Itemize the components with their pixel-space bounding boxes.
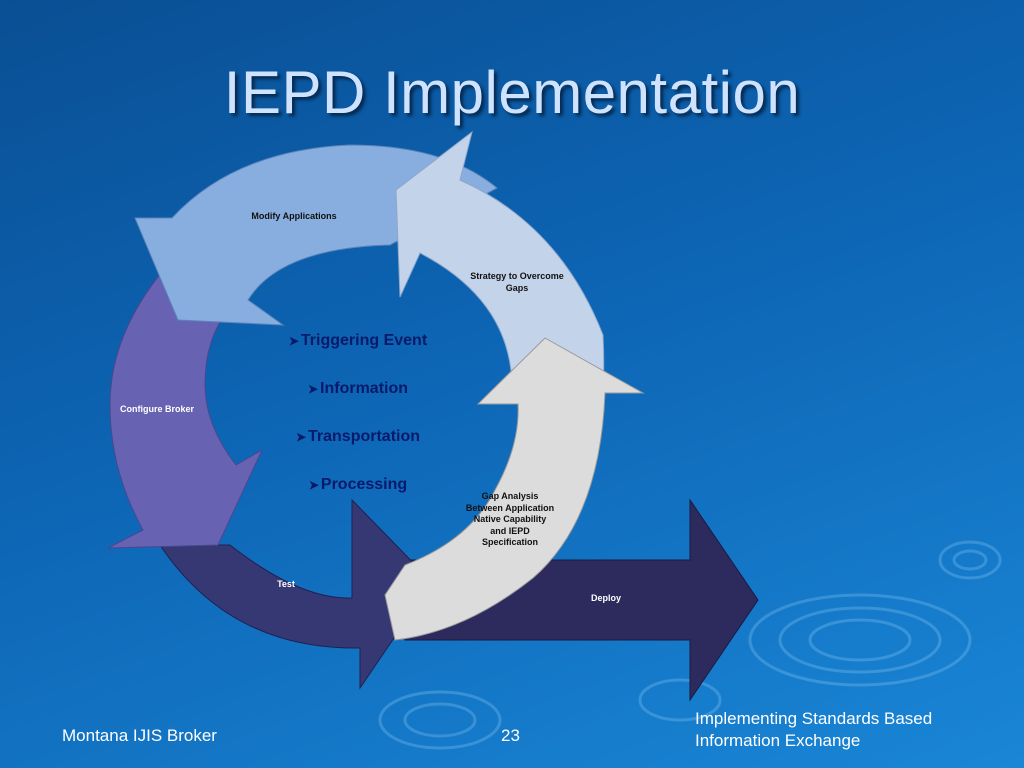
center-item: ➤Transportation: [252, 426, 464, 474]
deploy-arrow: [404, 498, 759, 702]
footer-left: Montana IJIS Broker: [62, 726, 217, 745]
deploy-label: Deploy: [590, 593, 621, 603]
strategy-label: Strategy to Overcome Gaps: [452, 271, 582, 294]
modify-applications-label: Modify Applications: [251, 211, 337, 221]
gap-label-line5: Specification: [481, 537, 538, 547]
configure-broker-label: Configure Broker: [119, 404, 194, 414]
slide-title: IEPD Implementation: [223, 59, 801, 126]
strategy-label-line2: Gaps: [505, 282, 529, 293]
footer-right-line2: Information Exchange: [695, 731, 861, 750]
arrowhead-bullet-icon: ➤: [308, 478, 319, 492]
gap-label-line4: and IEPD: [490, 525, 530, 536]
center-item-text: Triggering Event: [300, 332, 428, 349]
gap-label-line2: Between Application: [465, 502, 555, 513]
center-item: ➤Triggering Event: [252, 330, 464, 378]
center-bullet-list: ➤Triggering Event ➤Information ➤Transpor…: [252, 330, 464, 522]
gap-label-line3: Native Capability: [473, 514, 547, 524]
arrowhead-bullet-icon: ➤: [288, 334, 299, 348]
gap-label-line1: Gap Analysis: [481, 491, 539, 501]
center-item-text: Processing: [320, 476, 408, 493]
slide-number: 23: [501, 726, 520, 745]
strategy-label-line1: Strategy to Overcome: [470, 271, 564, 281]
center-item-text: Information: [320, 380, 409, 397]
gap-analysis-label: Gap Analysis Between Application Native …: [452, 491, 568, 549]
test-arrow: [159, 498, 433, 690]
center-item: ➤Processing: [252, 474, 464, 522]
footer-right-line1: Implementing Standards Based: [695, 709, 933, 728]
test-label: Test: [277, 579, 295, 589]
center-item: ➤Information: [252, 378, 464, 426]
footer-right: Implementing Standards Based Information…: [695, 708, 932, 752]
arrowhead-bullet-icon: ➤: [295, 430, 307, 444]
gap-analysis-arrow: [384, 337, 645, 641]
center-item-text: Transportation: [308, 428, 421, 445]
configure-broker-arrow: [107, 259, 264, 549]
arrowhead-bullet-icon: ➤: [307, 382, 319, 396]
